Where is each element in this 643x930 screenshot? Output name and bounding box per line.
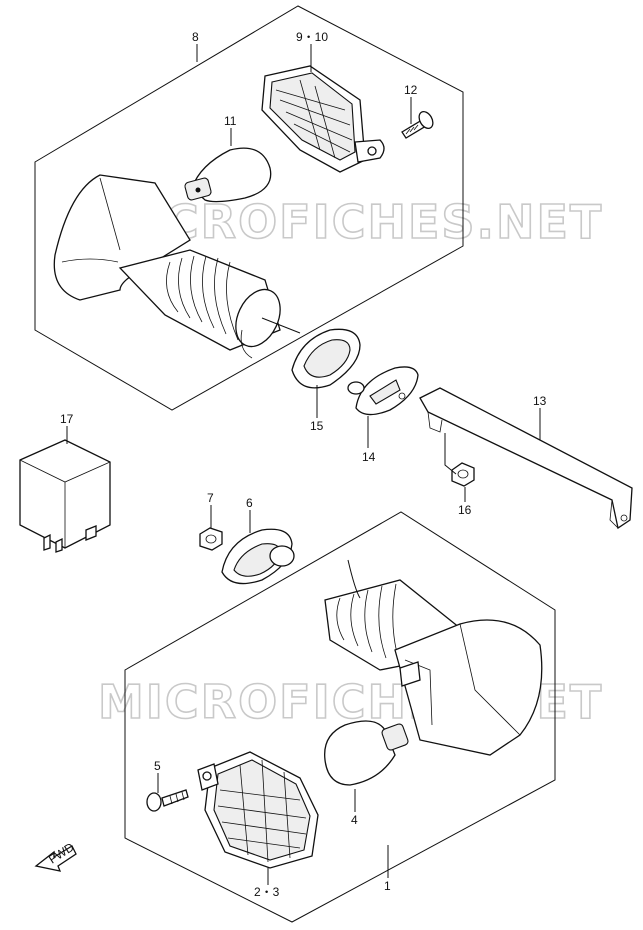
nut-7 — [199, 527, 223, 551]
mounting-bracket — [419, 387, 633, 530]
callout-1: 1 — [384, 879, 391, 893]
callout-14: 14 — [362, 450, 376, 464]
callout-2-3: 2・3 — [254, 885, 280, 899]
callout-6: 6 — [246, 496, 253, 510]
forward-direction-arrow: FWD — [34, 840, 77, 872]
callout-12: 12 — [404, 83, 418, 97]
lower-screw — [146, 789, 189, 812]
lower-lens — [197, 751, 319, 869]
callout-4: 4 — [351, 813, 358, 827]
lower-lamp-housing — [324, 559, 543, 756]
callout-17: 17 — [60, 412, 74, 426]
callout-8: 8 — [192, 30, 199, 44]
upper-bulb — [184, 147, 272, 203]
upper-screw — [401, 110, 434, 139]
flasher-relay — [19, 439, 111, 553]
leader-lines — [66, 44, 541, 885]
upper-assembly-frame — [34, 5, 464, 411]
callout-5: 5 — [154, 759, 161, 773]
mount-plate-14 — [347, 366, 419, 416]
callout-15: 15 — [310, 419, 324, 433]
gasket-6 — [221, 528, 295, 585]
callout-9-10: 9・10 — [296, 30, 328, 44]
callout-16: 16 — [458, 503, 472, 517]
callout-7: 7 — [207, 491, 214, 505]
nut-16 — [451, 462, 475, 487]
lower-assembly-frame — [124, 511, 556, 923]
callout-13: 13 — [533, 394, 547, 408]
callout-11: 11 — [224, 114, 237, 128]
gasket-15 — [291, 328, 361, 389]
lower-bulb — [324, 720, 409, 786]
upper-lens — [261, 65, 385, 173]
upper-lamp-housing — [53, 174, 301, 359]
